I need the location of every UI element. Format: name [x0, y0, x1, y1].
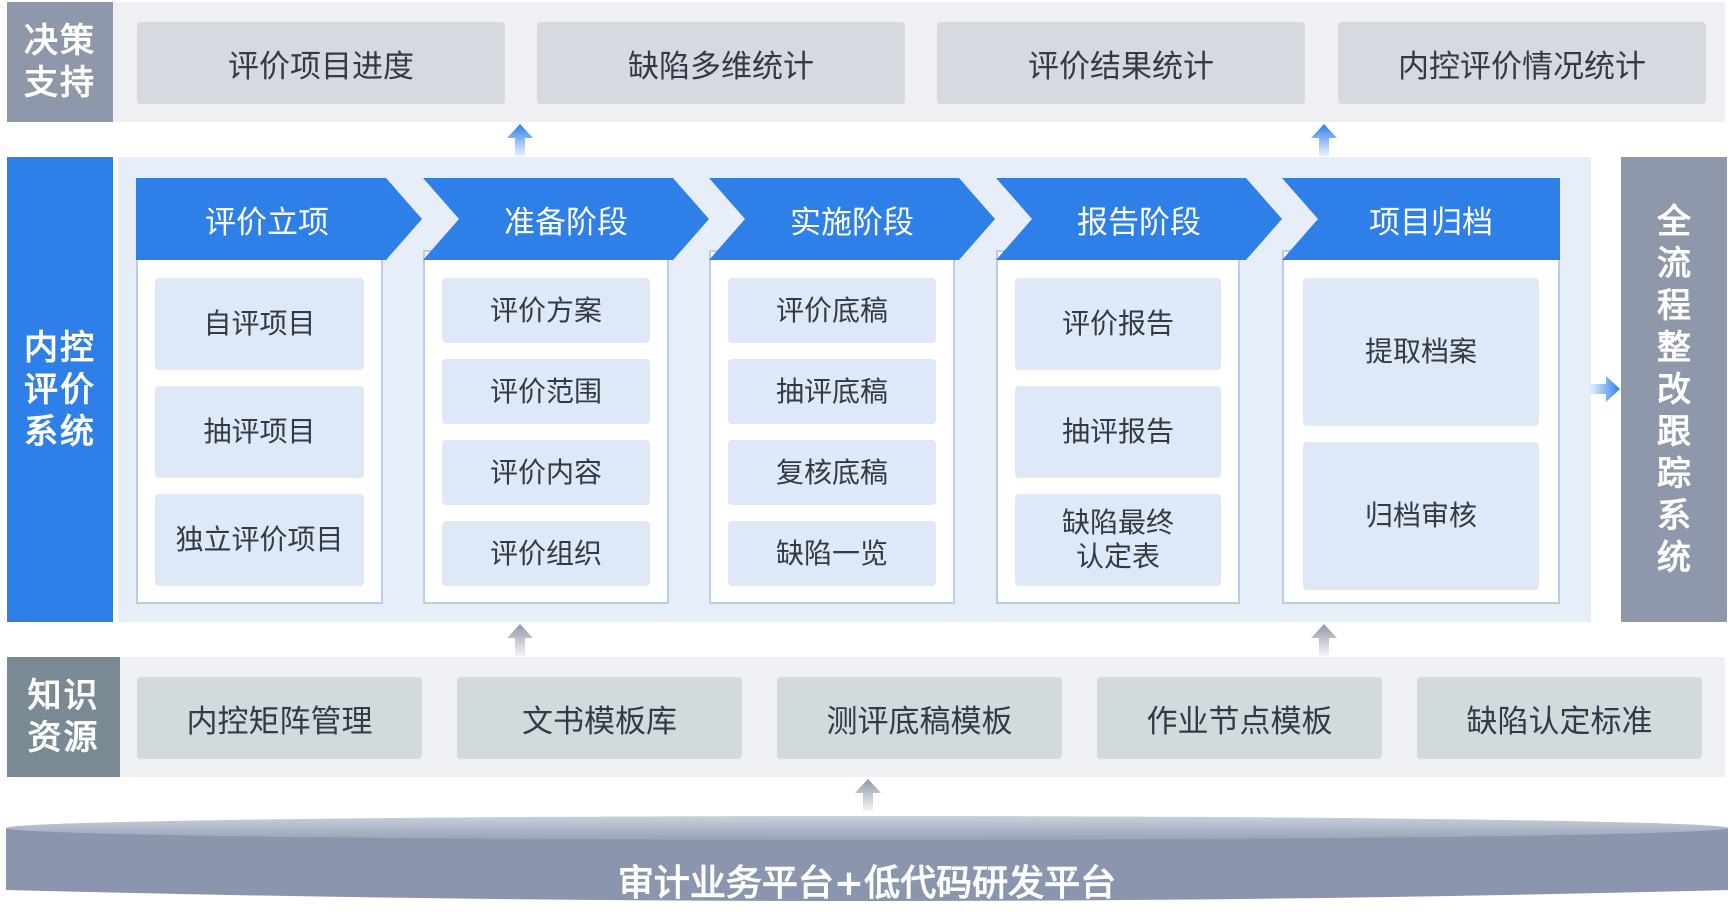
stage-item[interactable]: 缺陷一览 [728, 521, 936, 586]
stage-item[interactable]: 抽评底稿 [728, 359, 936, 424]
platform-label: 审计业务平台+低代码研发平台 [617, 863, 1117, 904]
stage-item[interactable]: 评价报告 [1015, 278, 1221, 370]
knowledge-item[interactable]: 文书模板库 [457, 677, 742, 759]
arrow-up-icon [1311, 124, 1337, 156]
stage-title: 实施阶段 [790, 204, 914, 241]
tracking-system-label: 全 流 程 整 改 跟 踪 系 统 [1621, 157, 1727, 622]
knowledge-item[interactable]: 测评底稿模板 [777, 677, 1062, 759]
tracking-label-char: 全 [1657, 201, 1691, 242]
stage-item[interactable]: 抽评项目 [155, 386, 364, 478]
stage-item[interactable]: 缺陷最终 认定表 [1015, 494, 1221, 586]
stage-title: 评价立项 [205, 204, 329, 241]
stage-title: 项目归档 [1369, 204, 1493, 241]
tracking-label-char: 改 [1657, 369, 1691, 410]
tracking-label-char: 流 [1657, 243, 1691, 284]
stage-item[interactable]: 评价底稿 [728, 278, 936, 343]
tracking-label-char: 统 [1657, 537, 1691, 578]
internal-control-label: 内控 评价 系统 [7, 157, 113, 622]
stage-header[interactable]: 报告阶段 [996, 178, 1282, 260]
decision-item[interactable]: 评价结果统计 [937, 22, 1305, 104]
knowledge-item[interactable]: 作业节点模板 [1097, 677, 1382, 759]
knowledge-item[interactable]: 内控矩阵管理 [137, 677, 422, 759]
arrow-up-icon [855, 779, 881, 811]
stage-title: 报告阶段 [1077, 204, 1201, 241]
arrow-up-icon [1311, 624, 1337, 656]
stage-item[interactable]: 抽评报告 [1015, 386, 1221, 478]
platform-base [6, 816, 1728, 901]
decision-item[interactable]: 评价项目进度 [137, 22, 505, 104]
arrow-up-icon [507, 124, 533, 156]
stage-item[interactable]: 评价组织 [442, 521, 650, 586]
stage-item[interactable]: 评价范围 [442, 359, 650, 424]
knowledge-resources-label: 知识 资源 [7, 657, 120, 777]
decision-item[interactable]: 内控评价情况统计 [1338, 22, 1706, 104]
stage-item[interactable]: 评价方案 [442, 278, 650, 343]
decision-item[interactable]: 缺陷多维统计 [537, 22, 905, 104]
stage-item[interactable]: 评价内容 [442, 440, 650, 505]
knowledge-item[interactable]: 缺陷认定标准 [1417, 677, 1702, 759]
stage-item[interactable]: 归档审核 [1303, 442, 1539, 590]
stage-item[interactable]: 提取档案 [1303, 278, 1539, 426]
tracking-label-char: 系 [1657, 495, 1691, 536]
arrow-right-icon [1590, 376, 1620, 402]
tracking-label-char: 整 [1657, 327, 1691, 368]
stage-item[interactable]: 独立评价项目 [155, 494, 364, 586]
stage-item[interactable]: 复核底稿 [728, 440, 936, 505]
tracking-label-char: 踪 [1657, 453, 1691, 494]
tracking-label-char: 跟 [1657, 411, 1691, 452]
arrow-up-icon [507, 624, 533, 656]
stage-header[interactable]: 项目归档 [1282, 178, 1560, 260]
stage-header[interactable]: 评价立项 [136, 178, 422, 260]
stage-header[interactable]: 准备阶段 [423, 178, 709, 260]
decision-support-label: 决策 支持 [7, 2, 113, 122]
stage-item[interactable]: 自评项目 [155, 278, 364, 370]
tracking-label-char: 程 [1657, 285, 1691, 326]
stage-title: 准备阶段 [504, 204, 628, 241]
stage-header[interactable]: 实施阶段 [709, 178, 995, 260]
